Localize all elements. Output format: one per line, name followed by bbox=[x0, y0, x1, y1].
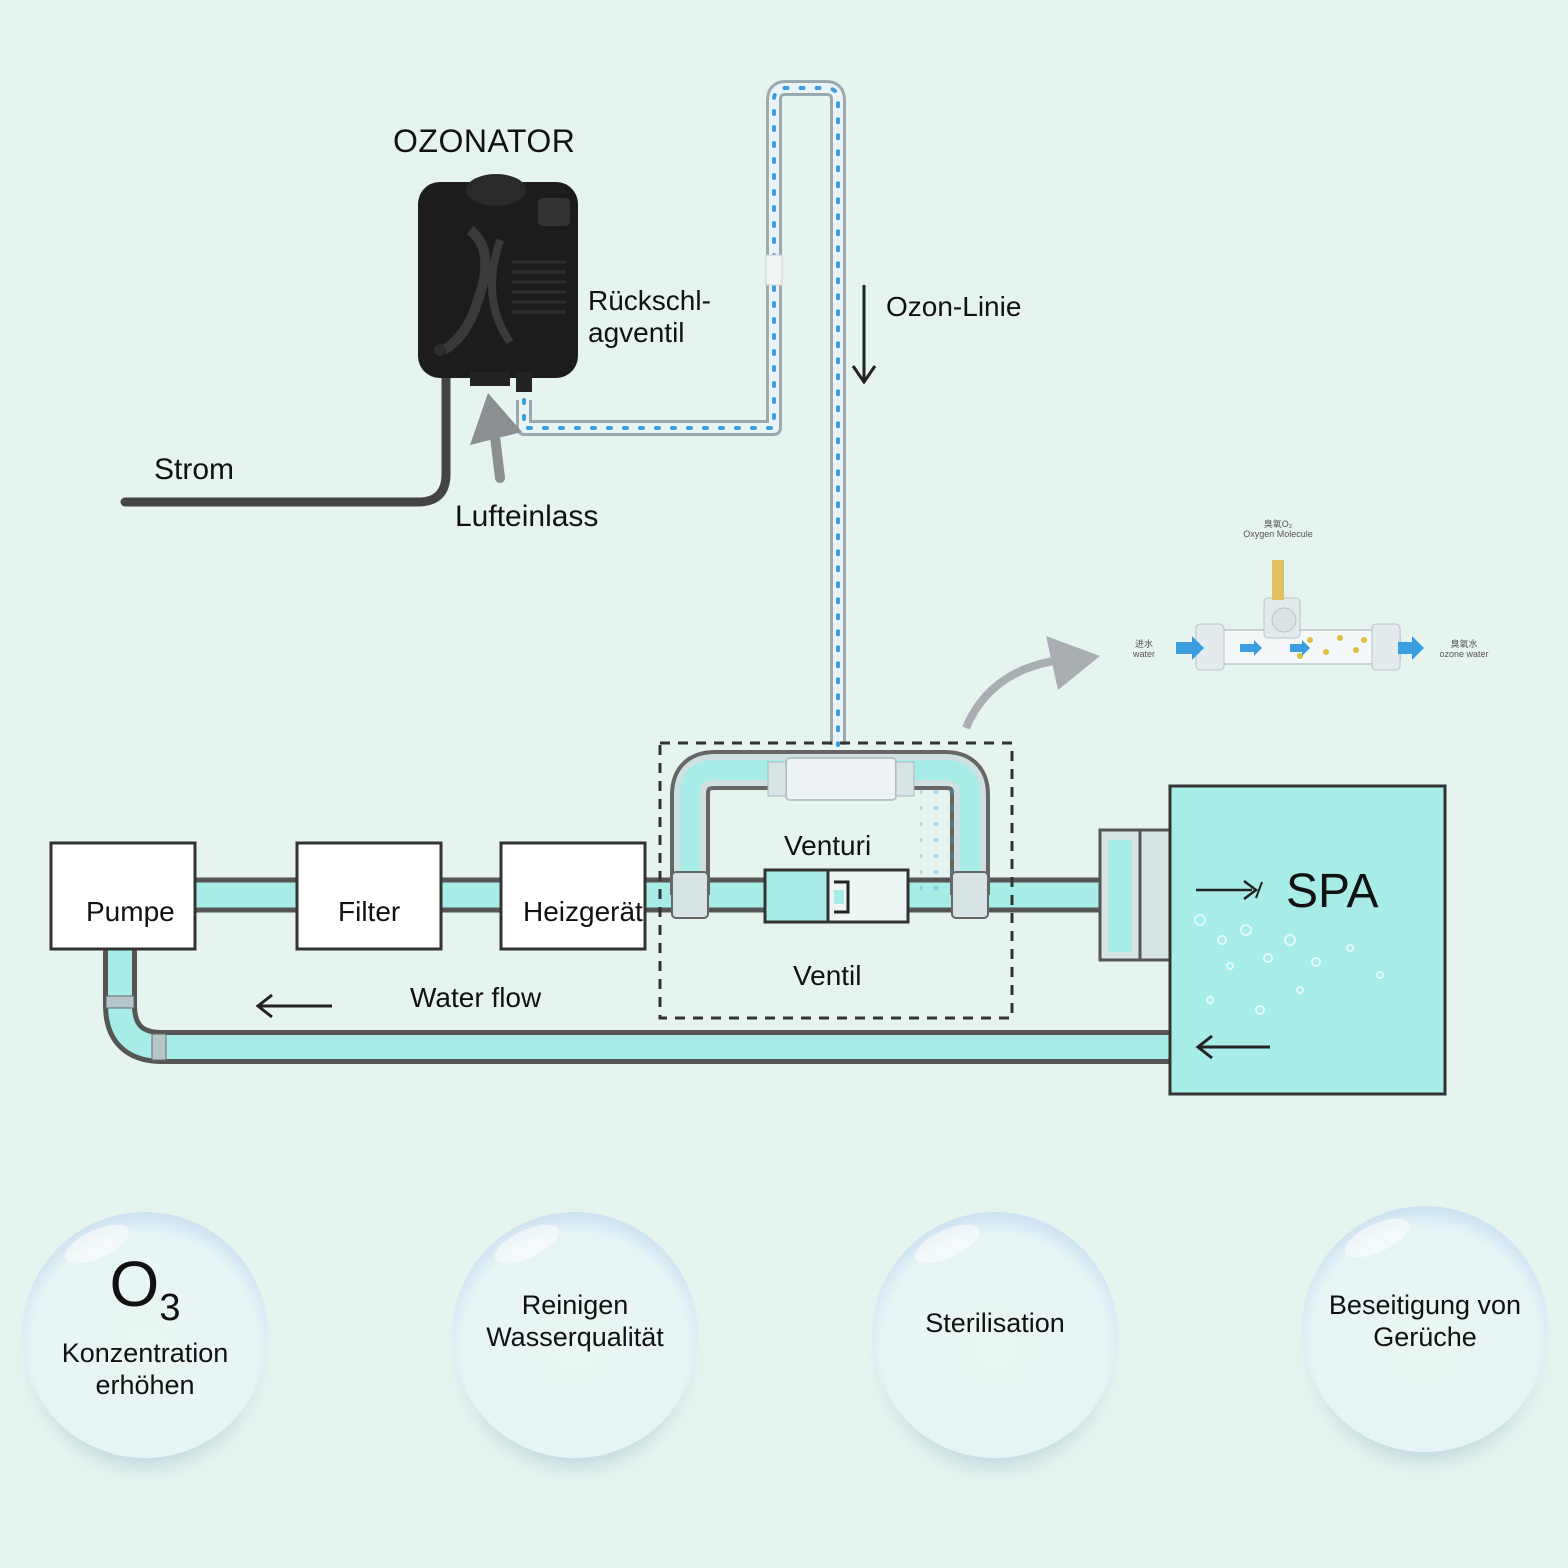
benefit-line: Beseitigung von bbox=[1328, 1290, 1522, 1320]
check-valve-label-line2: agventil bbox=[588, 317, 685, 348]
inset-right-label-line1: 臭氧水 bbox=[1450, 639, 1478, 649]
spa-tank bbox=[1168, 784, 1447, 1096]
air-inlet-arrow bbox=[470, 393, 522, 483]
power-label: Strom bbox=[154, 453, 235, 486]
valve-label: Ventil bbox=[793, 960, 862, 991]
valve-body bbox=[763, 868, 910, 924]
spa-label: SPA bbox=[1286, 865, 1379, 918]
power-cable bbox=[120, 350, 451, 507]
filter-label: Filter bbox=[338, 896, 401, 927]
benefit-text-water-quality: Reinigen Wasserqualität bbox=[442, 1290, 708, 1354]
benefit-line: erhöhen bbox=[95, 1369, 195, 1400]
ozonator-device bbox=[418, 174, 578, 392]
inset-right-label-line2: ozone water bbox=[1439, 648, 1489, 659]
pump-label: Pumpe bbox=[86, 896, 175, 927]
inset-pointer-arrow bbox=[962, 636, 1100, 730]
ozonator-title: OZONATOR bbox=[393, 123, 576, 159]
benefit-text-odor: Beseitigung von Gerüche bbox=[1282, 1290, 1568, 1354]
spa-inlet-fitting bbox=[1098, 828, 1172, 962]
filter-box bbox=[295, 841, 443, 951]
ozone-line-arrow bbox=[851, 285, 877, 385]
inset-left-label-line1: 进水 bbox=[1134, 639, 1153, 649]
inset-left-label-line2: water bbox=[1132, 648, 1155, 659]
air-inlet-label: Lufteinlass bbox=[455, 500, 599, 533]
benefit-text-sterilisation: Sterilisation bbox=[872, 1308, 1118, 1340]
venturi-bypass bbox=[670, 750, 990, 919]
venturi-label: Venturi bbox=[784, 830, 872, 861]
ozone-symbol: O3 bbox=[22, 1252, 268, 1327]
water-flow-arrow bbox=[255, 993, 332, 1019]
ozone-symbol-subscript: 3 bbox=[159, 1287, 181, 1329]
benefit-line: Konzentration bbox=[61, 1338, 229, 1368]
inset-top-label-line2: Oxygen Molecule bbox=[1243, 528, 1313, 539]
pump-box bbox=[49, 841, 197, 951]
benefit-text-concentration: Konzentration erhöhen bbox=[22, 1338, 268, 1402]
ozone-symbol-letter: O bbox=[109, 1248, 160, 1320]
benefit-line: Wasserqualität bbox=[486, 1321, 664, 1352]
venturi-region-box bbox=[658, 741, 1014, 1020]
inset-right-label: 臭氧水 ozone water bbox=[1424, 639, 1504, 660]
water-flow-label: Water flow bbox=[410, 982, 542, 1013]
venturi-inset-illustration bbox=[1176, 560, 1424, 671]
heater-label: Heizgerät bbox=[523, 896, 643, 927]
benefit-bubble-water-quality: Reinigen Wasserqualität bbox=[452, 1212, 698, 1458]
benefit-line: Reinigen bbox=[521, 1290, 629, 1320]
benefit-line: Gerüche bbox=[1373, 1321, 1477, 1352]
inset-left-label: 进水 water bbox=[1116, 639, 1172, 660]
ozone-line-label: Ozon-Linie bbox=[886, 291, 1022, 322]
benefit-line: Sterilisation bbox=[925, 1308, 1065, 1338]
return-pipe bbox=[103, 950, 1170, 1064]
inset-top-label-line1: 臭氧O₂ bbox=[1263, 519, 1293, 529]
heater-box bbox=[499, 841, 647, 951]
check-valve-label-line1: Rückschl- bbox=[588, 285, 711, 316]
benefit-bubble-odor: Beseitigung von Gerüche bbox=[1302, 1206, 1548, 1452]
benefit-bubble-ozone: O3 Konzentration erhöhen bbox=[22, 1212, 268, 1458]
ozone-tube bbox=[516, 80, 846, 747]
benefit-bubble-sterilisation: Sterilisation bbox=[872, 1212, 1118, 1458]
inset-top-label: 臭氧O₂ Oxygen Molecule bbox=[1218, 519, 1338, 540]
